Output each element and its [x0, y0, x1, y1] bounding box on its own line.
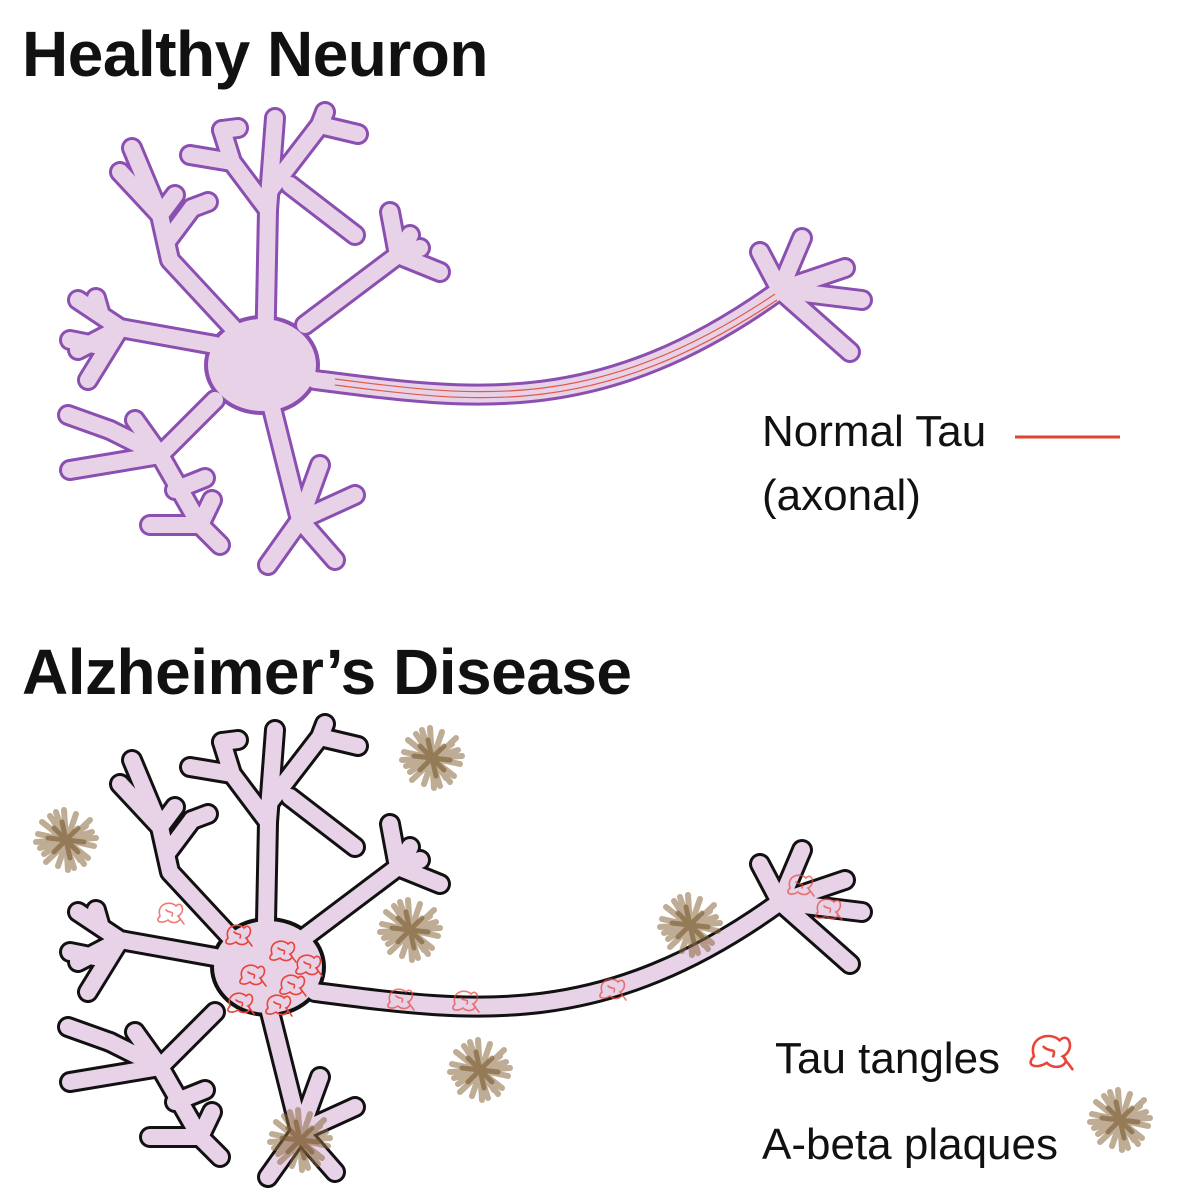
alzheimers-disease-title: Alzheimer’s Disease	[22, 636, 632, 708]
healthy-neuron	[68, 112, 862, 565]
alzheimers-neuron	[68, 724, 862, 1177]
healthy-neuron-title: Healthy Neuron	[22, 18, 488, 90]
normal-tau-lines	[334, 293, 778, 399]
normal-tau-sublabel: (axonal)	[762, 470, 921, 520]
normal-tau-label: Normal Tau	[762, 407, 987, 456]
abeta-plaque-legend-icon	[1090, 1090, 1150, 1150]
abeta-plaques-legend-label: A-beta plaques	[762, 1120, 1058, 1169]
normal-tau-legend: Normal Tau (axonal)	[762, 400, 986, 528]
tau-tangle-legend-icon	[1029, 1034, 1074, 1071]
tau-tangles-legend-label: Tau tangles	[775, 1034, 1001, 1083]
